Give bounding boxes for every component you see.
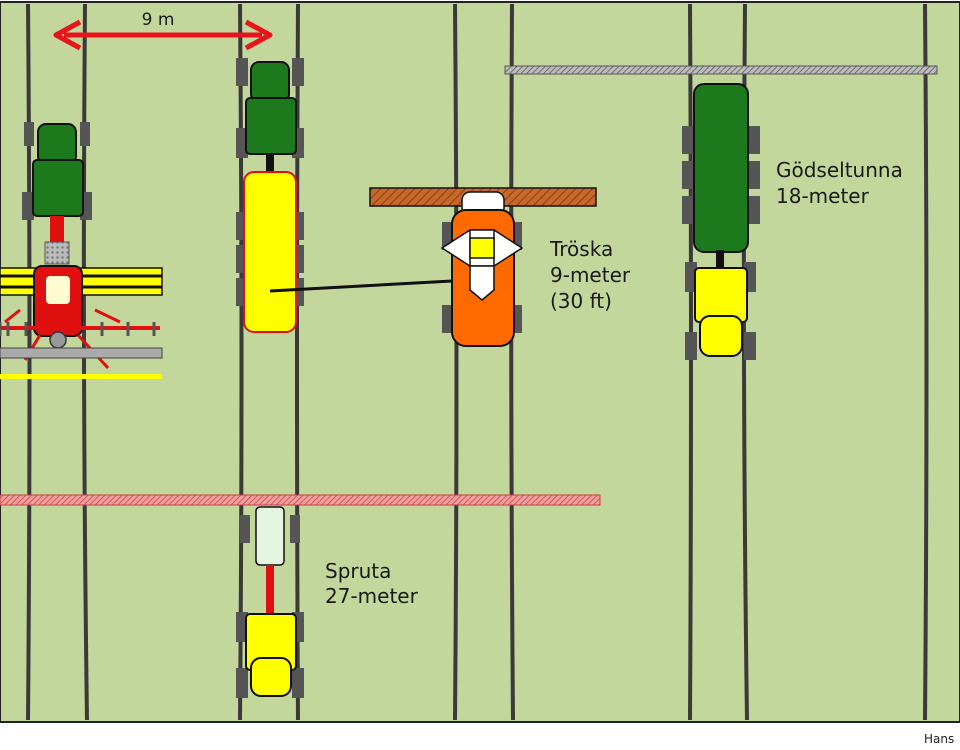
credit-label: Hans — [924, 732, 954, 746]
tractor-trailer — [236, 58, 453, 333]
slurry-tanker-icon — [504, 65, 938, 360]
spreader-icon — [0, 265, 163, 379]
combine-width-label: 9-meter — [550, 263, 631, 287]
tramline — [81, 3, 89, 721]
tramline — [26, 3, 32, 721]
double-arrow-icon — [53, 19, 82, 51]
tractor-icon — [236, 58, 304, 158]
combine-name-label: Tröska — [549, 237, 613, 261]
slurry-boom — [504, 65, 938, 75]
combine-feet-label: (30 ft) — [550, 289, 612, 313]
sprayer-name-label: Spruta — [325, 559, 391, 583]
sprayer-boom — [0, 494, 601, 506]
tramline — [509, 3, 515, 721]
unloading-auger — [269, 279, 453, 293]
tractor-icon — [22, 122, 92, 220]
sprayer-icon — [236, 506, 304, 698]
tractor-spreader — [0, 122, 163, 379]
trailer-icon — [236, 171, 304, 333]
combine-icon — [369, 187, 597, 347]
tramlines — [26, 3, 929, 721]
spacing-label: 9 m — [142, 10, 175, 30]
tramline — [453, 3, 459, 721]
slurry-name-label: Gödseltunna — [776, 158, 903, 182]
field — [0, 1, 960, 723]
spacing-dimension: 9 m — [53, 10, 273, 51]
tramline — [923, 3, 929, 721]
slurry-width-label: 18-meter — [776, 184, 870, 208]
tractor-icon — [236, 612, 304, 698]
sprayer-width-label: 27-meter — [325, 584, 419, 608]
tramline — [688, 3, 693, 721]
tractor-icon — [685, 262, 756, 360]
